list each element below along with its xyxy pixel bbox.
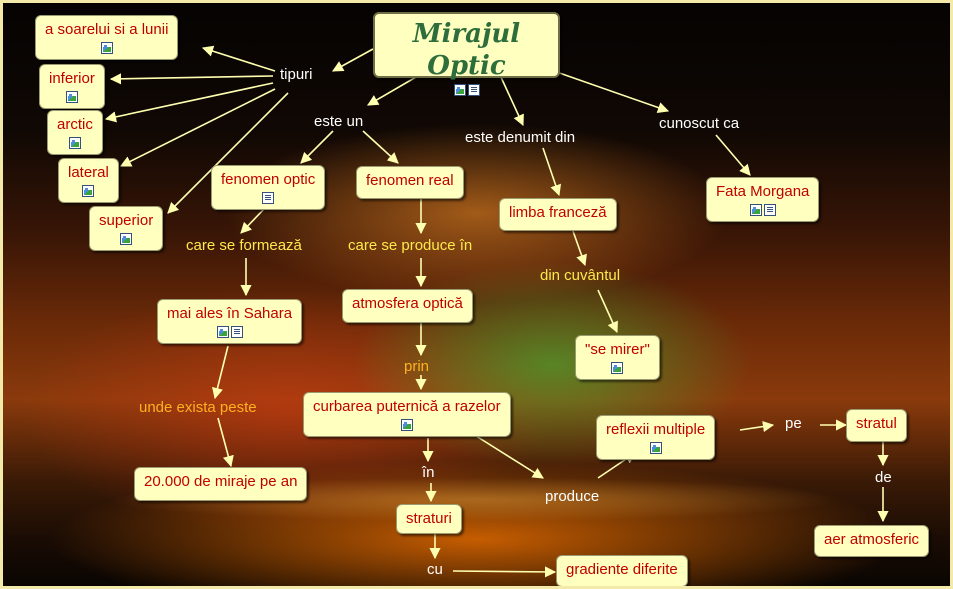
- concept-limba-franceza[interactable]: limba franceză: [499, 198, 617, 231]
- link-produce: produce: [545, 488, 600, 505]
- link-pe: pe: [785, 415, 802, 432]
- image-resource-icon[interactable]: [82, 185, 95, 197]
- link-este-denumit-din: este denumit din: [465, 129, 576, 146]
- connector-lines: [104, 45, 889, 578]
- link-cu: cu: [427, 561, 443, 578]
- link-cunoscut-ca: cunoscut ca: [659, 115, 740, 132]
- document-resource-icon[interactable]: [262, 192, 275, 204]
- concept-fata-morgana[interactable]: Fata Morgana: [706, 177, 820, 222]
- concept-soarelui-lunii[interactable]: a soarelui si a lunii: [35, 15, 179, 60]
- image-resource-icon[interactable]: [749, 204, 762, 216]
- concept-sahara[interactable]: mai ales în Sahara: [157, 299, 303, 344]
- title-node[interactable]: Mirajul Optic: [373, 12, 560, 96]
- link-tipuri: tipuri: [280, 66, 313, 83]
- image-resource-icon[interactable]: [65, 91, 78, 103]
- image-resource-icon[interactable]: [100, 42, 113, 54]
- image-resource-icon[interactable]: [400, 419, 413, 431]
- concept-lateral[interactable]: lateral: [58, 158, 119, 203]
- document-resource-icon[interactable]: [763, 204, 776, 216]
- image-resource-icon[interactable]: [216, 326, 229, 338]
- link-este-un: este un: [314, 113, 364, 130]
- concept-stratul[interactable]: stratul: [846, 409, 907, 442]
- link-de: de: [875, 469, 892, 486]
- concept-atmosfera-optica[interactable]: atmosfera optică: [342, 289, 473, 323]
- link-prin: prin: [404, 358, 430, 375]
- link-care-se-formeaza: care se formează: [186, 237, 302, 254]
- link-in: în: [422, 464, 435, 481]
- concept-fenomen-optic[interactable]: fenomen optic: [211, 165, 326, 210]
- concept-se-mirer[interactable]: "se mirer": [575, 335, 660, 380]
- title-text: Mirajul Optic: [412, 19, 521, 81]
- concept-fenomen-real[interactable]: fenomen real: [356, 166, 464, 199]
- image-resource-icon[interactable]: [611, 362, 624, 374]
- image-resource-icon[interactable]: [120, 233, 133, 245]
- document-resource-icon[interactable]: [467, 84, 480, 96]
- image-resource-icon[interactable]: [68, 137, 81, 149]
- image-resource-icon[interactable]: [453, 84, 466, 96]
- concept-aer-atmosferic[interactable]: aer atmosferic: [814, 525, 930, 557]
- link-din-cuvantul: din cuvântul: [540, 267, 621, 284]
- concept-curbarea-razelor[interactable]: curbarea puternică a razelor: [303, 392, 511, 437]
- concept-miraje-pe-an[interactable]: 20.000 de miraje pe an: [134, 467, 308, 501]
- concept-inferior[interactable]: inferior: [39, 64, 105, 109]
- concept-straturi[interactable]: straturi: [396, 504, 462, 534]
- concept-reflexii-multiple[interactable]: reflexii multiple: [596, 415, 716, 460]
- concept-arctic[interactable]: arctic: [47, 110, 103, 155]
- link-care-se-produce-in: care se produce în: [348, 237, 473, 254]
- image-resource-icon[interactable]: [649, 442, 662, 454]
- link-unde-exista-peste: unde exista peste: [139, 399, 257, 416]
- concept-gradiente-diferite[interactable]: gradiente diferite: [556, 555, 688, 586]
- concept-superior[interactable]: superior: [89, 206, 164, 251]
- document-resource-icon[interactable]: [230, 326, 243, 338]
